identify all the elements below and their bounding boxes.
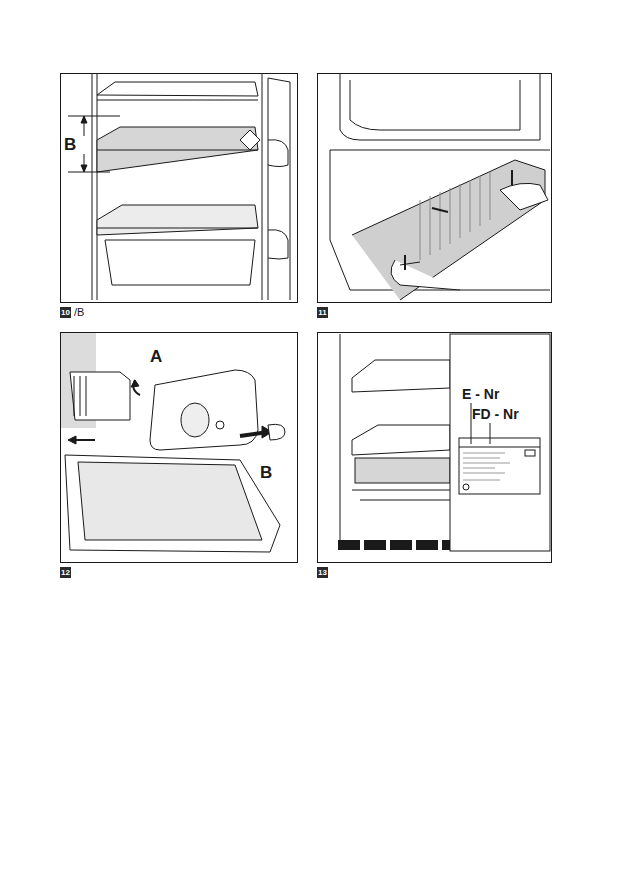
figure-number: 10 — [60, 307, 71, 318]
figure-number: 12 — [60, 567, 71, 578]
part-label: B — [260, 464, 272, 481]
plate-label: E - Nr — [462, 387, 499, 401]
figure-number: 11 — [317, 307, 328, 318]
dimension-label: B — [64, 136, 76, 153]
figure-number: 13 — [317, 567, 328, 578]
plate-label: FD - Nr — [472, 407, 519, 421]
figure-caption: /B — [74, 307, 84, 318]
part-label: A — [150, 348, 162, 365]
